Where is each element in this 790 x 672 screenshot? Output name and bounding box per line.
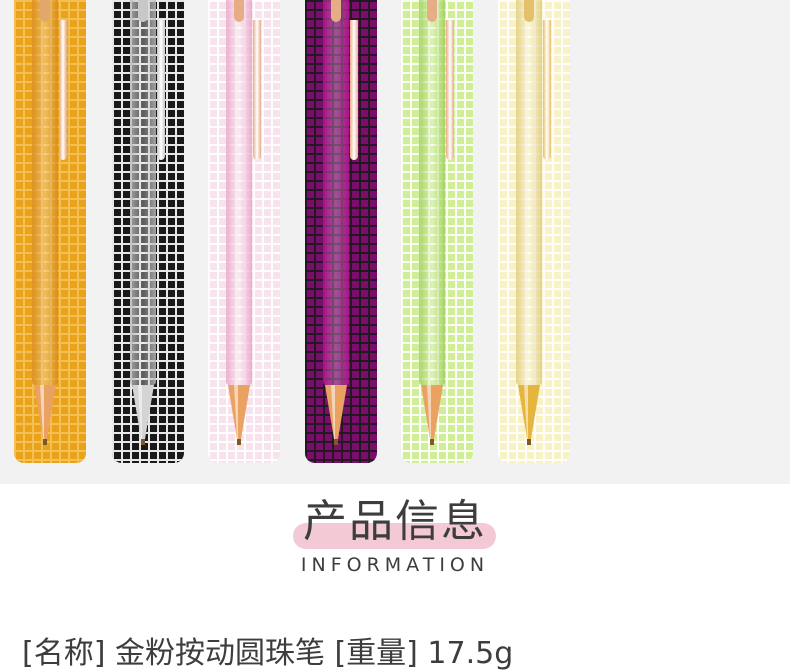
pen-green [401, 0, 473, 463]
pen-cap [138, 0, 148, 22]
pen-body [419, 0, 445, 385]
pen-clip [350, 20, 358, 160]
pen-body [226, 0, 252, 385]
pen-cap [427, 0, 437, 22]
pen-body [323, 0, 349, 385]
pen-pink [208, 0, 280, 463]
pen-body [32, 0, 58, 385]
pen-clip [446, 20, 454, 160]
product-image-banner [0, 0, 790, 484]
pen-cap [524, 0, 534, 22]
pen-orange [14, 0, 86, 463]
pen-cap [234, 0, 244, 22]
pen-gold [498, 0, 570, 463]
pen-tip [323, 385, 349, 447]
pen-tip [516, 385, 542, 447]
pen-body [130, 0, 156, 385]
pen-tip [32, 385, 58, 447]
pen-tip [226, 385, 252, 447]
pen-body [516, 0, 542, 385]
pen-tip [419, 385, 445, 447]
section-title: 产品信息 [303, 496, 487, 547]
pen-tip [130, 385, 156, 447]
section-subtitle: INFORMATION [300, 554, 490, 576]
pen-silver [112, 0, 184, 463]
pen-cap [331, 0, 341, 22]
pen-clip [253, 20, 261, 160]
pen-clip [59, 20, 67, 160]
pen-clip [157, 20, 165, 160]
pen-cap [40, 0, 50, 22]
title-highlight [293, 523, 496, 549]
product-detail-line: [名称] 金粉按动圆珠笔 [重量] 17.5g [22, 636, 514, 671]
pen-clip [543, 20, 551, 160]
pen-purple [305, 0, 377, 463]
